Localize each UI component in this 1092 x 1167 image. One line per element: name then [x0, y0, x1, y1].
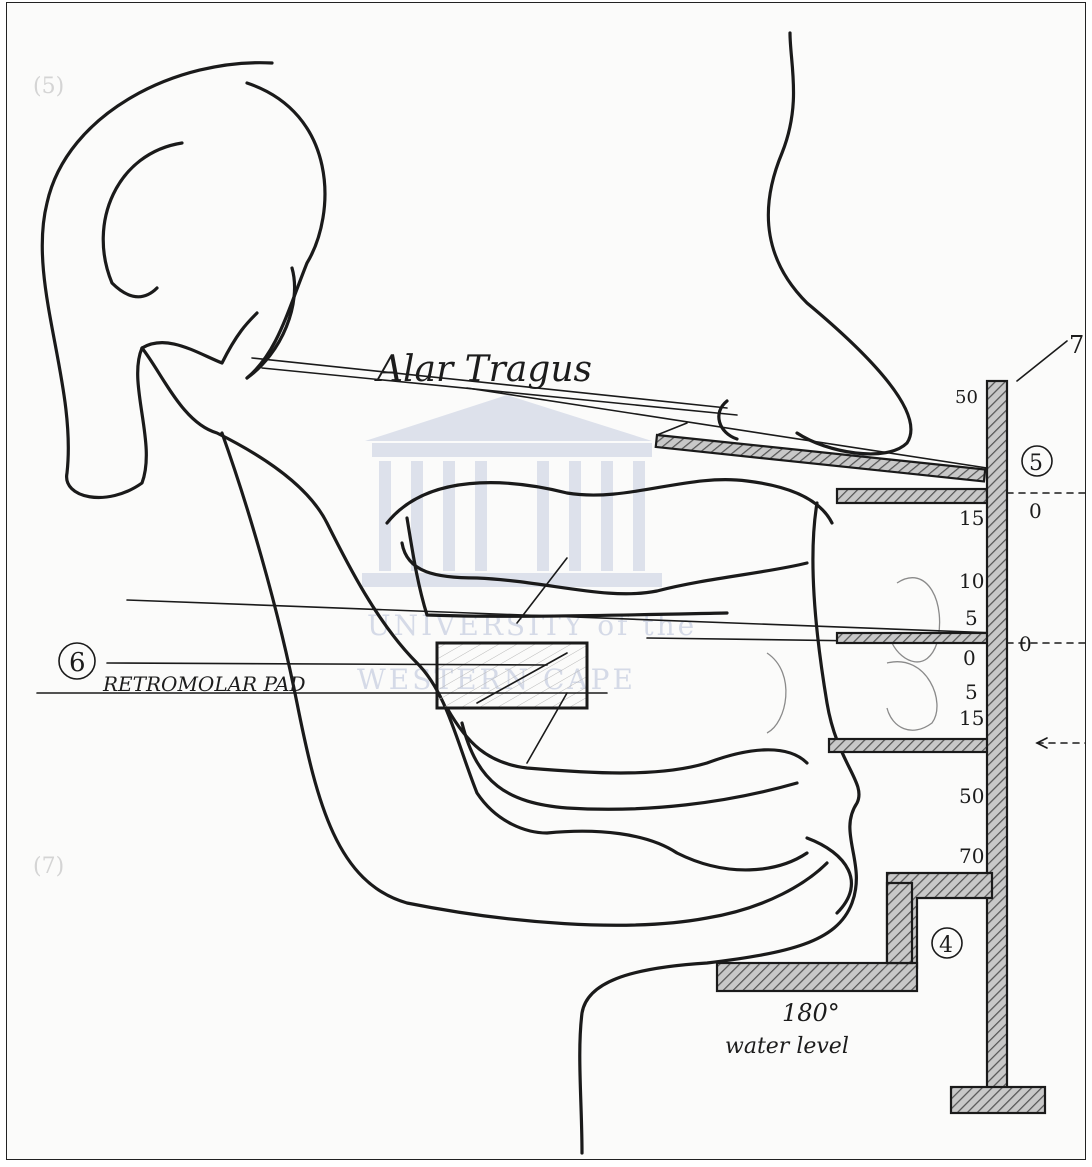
- denture-outline: [387, 480, 940, 810]
- tick-0: 0: [963, 646, 976, 670]
- tick-50-bottom: 50: [959, 784, 984, 808]
- zero-top-label: 0: [1029, 499, 1042, 523]
- ruler-scale: 50 15 10 5 0 5 15 50 70: [955, 387, 984, 868]
- retromolar-pad-label: RETROMOLAR PAD: [102, 672, 306, 696]
- water-level-label: water level: [725, 1034, 849, 1059]
- tick-5-top: 5: [965, 606, 978, 630]
- marker-6: 6: [69, 648, 86, 678]
- ear: [42, 63, 325, 498]
- tick-15-bottom: 15: [959, 706, 984, 730]
- marker-5: 5: [1029, 451, 1043, 476]
- marker-7: 7: [1069, 331, 1084, 359]
- profile-sketch: UNIVERSITY of the WESTERN CAPE: [7, 3, 1086, 1160]
- margin-number-5: (5): [33, 74, 64, 99]
- drawing-frame: UNIVERSITY of the WESTERN CAPE: [6, 2, 1086, 1160]
- angle-label: 180°: [782, 999, 840, 1027]
- margin-number-7: (7): [33, 854, 64, 879]
- marker-7-leader: [1017, 341, 1067, 381]
- hatched-rulers: [656, 381, 1045, 1113]
- tick-50-top: 50: [955, 387, 978, 408]
- zero-mid-label: 0: [1019, 632, 1032, 656]
- marker-4: 4: [939, 933, 953, 958]
- alar-tragus-label: Alar Tragus: [374, 349, 592, 390]
- tick-10: 10: [959, 569, 984, 593]
- tick-15-top: 15: [959, 506, 984, 530]
- tick-5-bottom: 5: [965, 680, 978, 704]
- tick-70: 70: [959, 844, 984, 868]
